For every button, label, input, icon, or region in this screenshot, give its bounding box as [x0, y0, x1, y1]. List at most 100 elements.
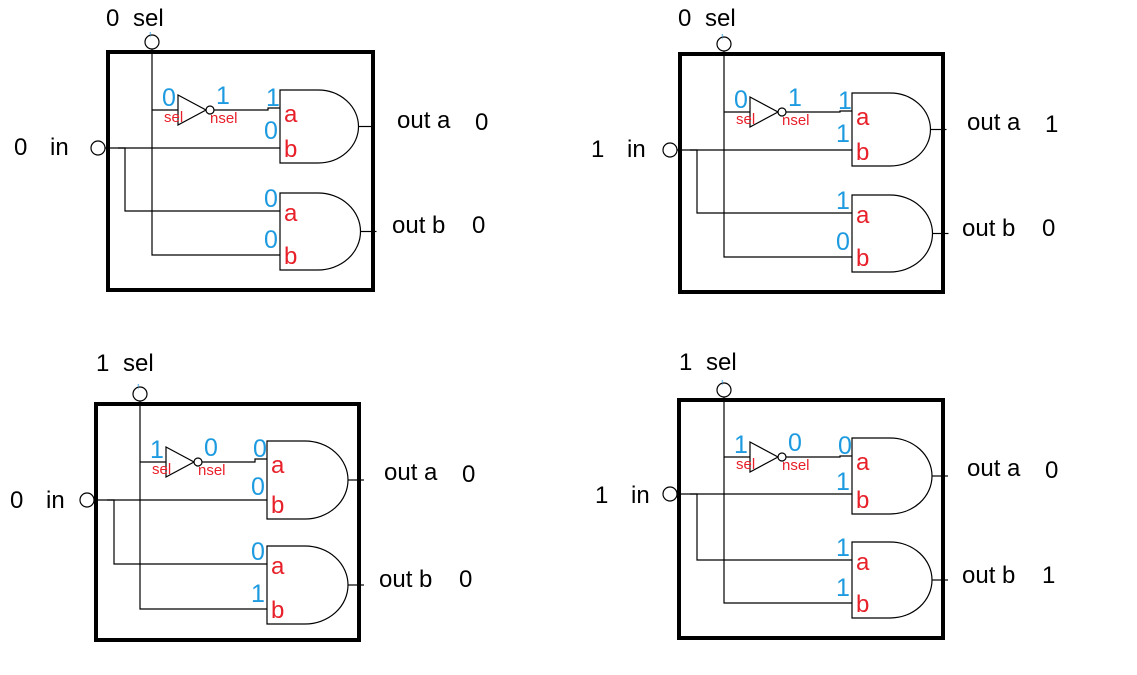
not-out-value: 0 — [204, 434, 218, 462]
nsel-wire — [786, 110, 852, 113]
not-in-label: sel — [164, 109, 183, 126]
in-terminal — [662, 142, 678, 158]
in-terminal — [79, 492, 95, 508]
not-in-label: sel — [736, 111, 755, 128]
out-b-value: 0 — [459, 566, 472, 593]
in-terminal — [662, 486, 678, 502]
sel-value: 0 — [678, 5, 691, 32]
sel-tick: ↑ — [136, 381, 141, 391]
and-a-input-b-value: 0 — [251, 473, 265, 501]
and-gate-b — [851, 194, 934, 273]
panel-frame — [94, 402, 361, 642]
and-b-input-b-value: 0 — [836, 228, 850, 256]
and-b-input-b-value: 1 — [836, 574, 850, 602]
and-a-pin-a: a — [271, 452, 285, 479]
not-gate — [749, 440, 780, 474]
in-label: in — [631, 482, 650, 509]
and-a-input-a-value: 0 — [253, 435, 267, 463]
not-out-label: nsel — [782, 112, 810, 129]
and-gate-b — [279, 192, 362, 271]
not-in-label: sel — [152, 461, 171, 478]
sel-label: sel — [123, 350, 154, 377]
out-a-label: out a — [967, 455, 1021, 482]
nsel-wire — [202, 458, 267, 463]
sel-label: sel — [133, 5, 164, 32]
and-b-input-b-value: 1 — [251, 580, 265, 608]
not-out-value: 1 — [216, 82, 230, 110]
out-a-value: 0 — [475, 109, 488, 136]
sel-tick: ↑ — [720, 31, 725, 41]
not-gate — [165, 445, 196, 479]
out-b-value: 1 — [1042, 562, 1055, 589]
out-b-label: out b — [379, 566, 432, 593]
and-b-pin-a: a — [856, 549, 870, 576]
and-gate-a — [851, 437, 933, 515]
not-gate — [749, 95, 780, 129]
and-a-pin-b: b — [284, 136, 297, 163]
sel-wire — [151, 49, 280, 256]
in-terminal — [90, 140, 106, 156]
not-out-value: 1 — [788, 84, 802, 112]
sel-wire — [139, 401, 267, 610]
nsel-wire — [786, 455, 852, 458]
out-a-value: 1 — [1045, 111, 1058, 138]
out-b-label: out b — [392, 212, 445, 239]
and-a-pin-a: a — [856, 449, 870, 476]
sel-tick: ↑ — [720, 377, 725, 387]
and-b-pin-a: a — [271, 553, 285, 580]
and-b-input-a-value: 0 — [251, 538, 265, 566]
out-a-label: out a — [384, 459, 438, 486]
and-a-pin-b: b — [856, 139, 869, 166]
out-a-label: out a — [967, 109, 1021, 136]
out-b-value: 0 — [472, 212, 485, 239]
panel-frame — [678, 52, 945, 294]
not-in-value: 1 — [150, 436, 164, 464]
and-b-pin-a: a — [284, 200, 298, 227]
and-a-pin-b: b — [271, 492, 284, 519]
sel-tick: ↑ — [148, 29, 153, 39]
sel-wire — [723, 397, 852, 604]
in-label: in — [627, 136, 646, 163]
sel-value: 0 — [106, 5, 119, 32]
not-out-label: nsel — [782, 457, 810, 474]
out-a-value: 0 — [1045, 457, 1058, 484]
in-branch-wire — [690, 493, 852, 561]
in-label: in — [50, 134, 69, 161]
and-b-input-a-value: 0 — [264, 185, 278, 213]
and-a-input-a-value: 1 — [838, 87, 852, 115]
sel-label: sel — [706, 349, 737, 376]
and-gate-a — [266, 440, 349, 520]
sel-value: 1 — [96, 350, 109, 377]
in-value: 1 — [591, 136, 604, 163]
and-b-pin-a: a — [856, 202, 870, 229]
not-gate — [177, 93, 208, 127]
and-b-pin-b: b — [856, 591, 869, 618]
in-value: 1 — [595, 482, 608, 509]
sel-value: 1 — [679, 349, 692, 376]
sel-wire — [723, 51, 852, 258]
and-b-pin-b: b — [271, 597, 284, 624]
out-b-value: 0 — [1042, 215, 1055, 242]
nsel-wire — [214, 107, 280, 111]
in-branch-wire — [690, 149, 852, 214]
and-a-input-a-value: 0 — [838, 432, 852, 460]
out-b-label: out b — [962, 562, 1015, 589]
and-a-input-a-value: 1 — [266, 84, 280, 112]
in-value: 0 — [14, 134, 27, 161]
in-branch-wire — [118, 147, 280, 212]
and-a-pin-b: b — [856, 487, 869, 514]
not-in-value: 1 — [734, 431, 748, 459]
out-a-value: 0 — [462, 461, 475, 488]
in-value: 0 — [10, 487, 23, 514]
and-b-input-a-value: 1 — [836, 187, 850, 215]
sel-label: sel — [705, 5, 736, 32]
and-a-input-b-value: 1 — [836, 468, 850, 496]
in-branch-wire — [107, 499, 267, 565]
panel-frame — [106, 50, 375, 292]
out-a-label: out a — [397, 107, 451, 134]
not-out-label: nsel — [210, 110, 238, 127]
